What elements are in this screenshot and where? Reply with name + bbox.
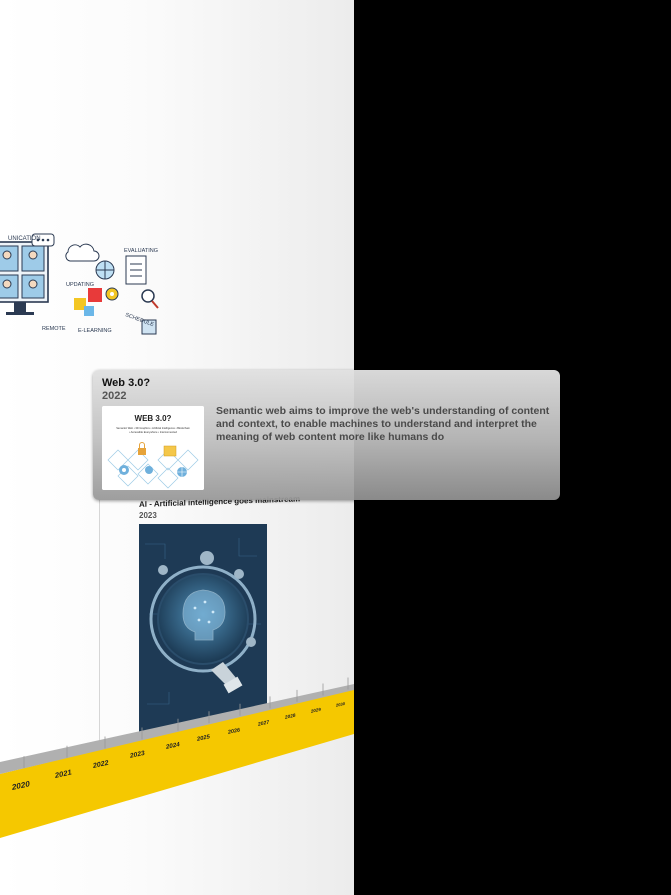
popup-title: Web 3.0? [102,377,151,389]
globe-icon [177,467,187,477]
illustration-label: REMOTE [42,326,66,332]
year-label: 2024 [166,741,180,751]
timeline-event-ai[interactable]: AI - Artificial intelligence goes mainst… [139,494,300,738]
book-icon [141,319,157,335]
thumbnail-subtitle: • Accessible Everywhere • Interconnected [129,430,177,434]
clipboard-icon [125,255,147,285]
gear-icon [158,551,256,647]
ai-brain-image [139,524,267,738]
chat-bubble-icon [31,233,55,247]
illustration-label: SCHEDULE [124,312,155,328]
gear-icon [119,465,129,475]
illustration-label: UNICATION [8,236,41,242]
gear-icon [105,287,119,301]
timeline-guide-line [99,500,100,750]
year-label: 2023 [130,750,145,760]
year-label: 2022 [93,760,109,770]
e-learning-illustration: UNICATION EVALUATING UPDATING SCHEDULE R… [0,233,159,335]
person-icon [145,466,153,474]
illustration-label: E-LEARNING [78,328,112,334]
popup-description: Semantic web aims to improve the web's u… [216,405,550,443]
web3-thumbnail: WEB 3.0? Semantic Web • 3D Graphics • Ar… [102,406,204,490]
year-label: 2021 [55,768,72,780]
event-detail-popup[interactable]: Web 3.0? 2022 WEB 3.0? Semantic Web • 3D… [93,370,560,500]
year-label: 2028 [285,713,296,721]
puzzle-icon [74,288,102,316]
magnifier-icon [141,289,159,309]
browser-icon [163,445,177,457]
event-year: 2023 [139,511,157,520]
thumbnail-title: WEB 3.0? [135,414,172,423]
year-label: 2020 [12,779,30,792]
year-label: 2029 [311,707,321,714]
illustration-label: UPDATING [66,282,94,288]
globe-icon [95,260,115,280]
popup-year: 2022 [102,390,127,402]
monitor-icon [0,241,49,315]
year-label: 2030 [336,701,346,708]
illustration-label: EVALUATING [124,248,158,254]
cloud-icon [65,243,100,262]
lock-icon [138,442,146,455]
thumbnail-subtitle: Semantic Web • 3D Graphics • Artificial … [116,426,190,430]
